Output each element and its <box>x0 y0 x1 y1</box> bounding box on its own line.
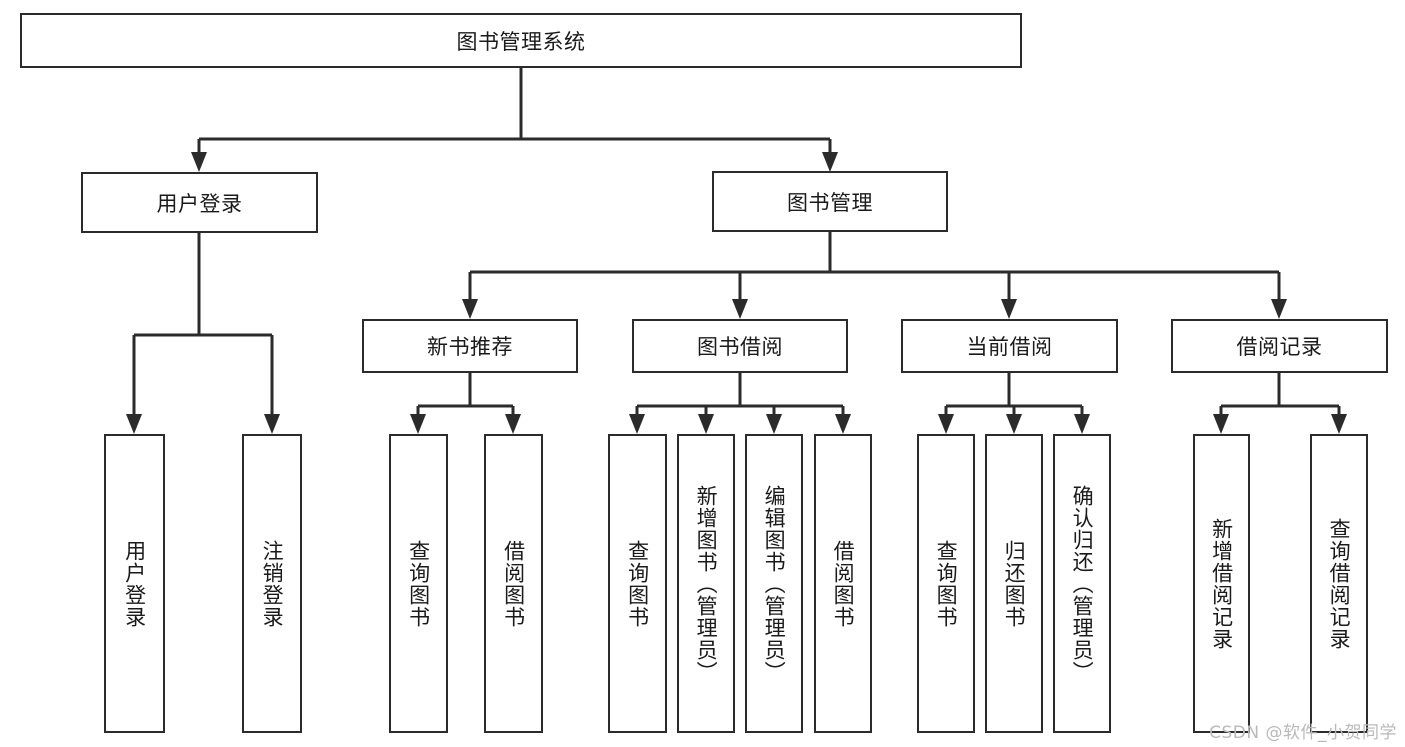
node-label: 用户登录 <box>156 191 243 216</box>
node-label: 归还图书 <box>1002 539 1027 628</box>
connector-sub-arrow-1-3-head <box>835 414 851 434</box>
connector-book-management-arrow-0-head <box>462 299 478 319</box>
connector-sub-arrow-2-0-head <box>938 414 954 434</box>
connector-sub-arrow-1-1-head <box>698 414 714 434</box>
node-label: 借阅图书 <box>831 539 856 628</box>
connector-book-management-arrow-2-head <box>1001 299 1017 319</box>
node-label: 新书推荐 <box>427 335 513 359</box>
connector-root-arrow-0-head <box>191 152 207 172</box>
node-leaf-borrow-book-2[interactable]: 借阅图书 <box>814 434 872 733</box>
node-current-borrow[interactable]: 当前借阅 <box>901 319 1118 373</box>
node-label: 新增借阅记录 <box>1209 517 1234 650</box>
node-root-system[interactable]: 图书管理系统 <box>20 13 1022 68</box>
node-label: 当前借阅 <box>966 335 1053 359</box>
connector-book-management-arrow-3-head <box>1271 299 1287 319</box>
node-label: 编辑图书（管理员） <box>762 484 787 683</box>
node-label: 用户登录 <box>122 539 147 628</box>
connector-sub-arrow-1-2-head <box>766 414 782 434</box>
node-book-borrow[interactable]: 图书借阅 <box>632 319 848 373</box>
node-leaf-borrow-book-1[interactable]: 借阅图书 <box>484 434 543 733</box>
node-label: 确认归还（管理员） <box>1070 484 1095 683</box>
connector-sub-arrow-0-1-head <box>505 414 521 434</box>
node-new-book-recommend[interactable]: 新书推荐 <box>362 319 578 373</box>
node-leaf-return-book[interactable]: 归还图书 <box>985 434 1043 733</box>
node-label: 查询图书 <box>406 539 431 628</box>
node-leaf-user-login[interactable]: 用户登录 <box>104 434 165 733</box>
connector-root-arrow-1-head <box>822 152 838 172</box>
node-label: 借阅图书 <box>501 539 526 628</box>
node-leaf-query-record[interactable]: 查询借阅记录 <box>1310 434 1368 733</box>
node-leaf-confirm-return[interactable]: 确认归还（管理员） <box>1053 434 1111 733</box>
connector-sub-arrow-1-0-head <box>629 414 645 434</box>
node-leaf-query-book-2[interactable]: 查询图书 <box>608 434 667 733</box>
node-leaf-edit-book[interactable]: 编辑图书（管理员） <box>745 434 803 733</box>
connector-user-login-arrow-0-head <box>126 414 142 434</box>
node-label: 新增图书（管理员） <box>694 484 719 683</box>
connector-sub-arrow-2-2-head <box>1074 414 1090 434</box>
node-leaf-query-book-3[interactable]: 查询图书 <box>917 434 975 733</box>
node-label: 图书管理 <box>787 190 873 215</box>
connector-book-management-arrow-1-head <box>732 299 748 319</box>
node-label: 图书借阅 <box>697 335 783 359</box>
node-borrow-record[interactable]: 借阅记录 <box>1171 319 1388 373</box>
node-label: 查询图书 <box>625 539 650 628</box>
node-leaf-user-logout[interactable]: 注销登录 <box>242 434 302 733</box>
node-leaf-query-book-1[interactable]: 查询图书 <box>389 434 448 733</box>
connector-user-login-arrow-1-head <box>264 414 280 434</box>
connector-sub-arrow-3-1-head <box>1331 414 1347 434</box>
node-leaf-add-record[interactable]: 新增借阅记录 <box>1193 434 1250 733</box>
node-user-login[interactable]: 用户登录 <box>81 172 318 233</box>
node-label: 图书管理系统 <box>456 29 586 54</box>
connector-sub-arrow-3-0-head <box>1213 414 1229 434</box>
connector-sub-arrow-2-1-head <box>1006 414 1022 434</box>
node-label: 查询借阅记录 <box>1327 517 1352 650</box>
connector-sub-arrow-0-0-head <box>410 414 426 434</box>
node-label: 借阅记录 <box>1236 335 1323 359</box>
node-label: 查询图书 <box>934 539 959 628</box>
node-leaf-add-book[interactable]: 新增图书（管理员） <box>677 434 735 733</box>
node-book-management[interactable]: 图书管理 <box>712 171 948 232</box>
node-label: 注销登录 <box>260 539 285 628</box>
